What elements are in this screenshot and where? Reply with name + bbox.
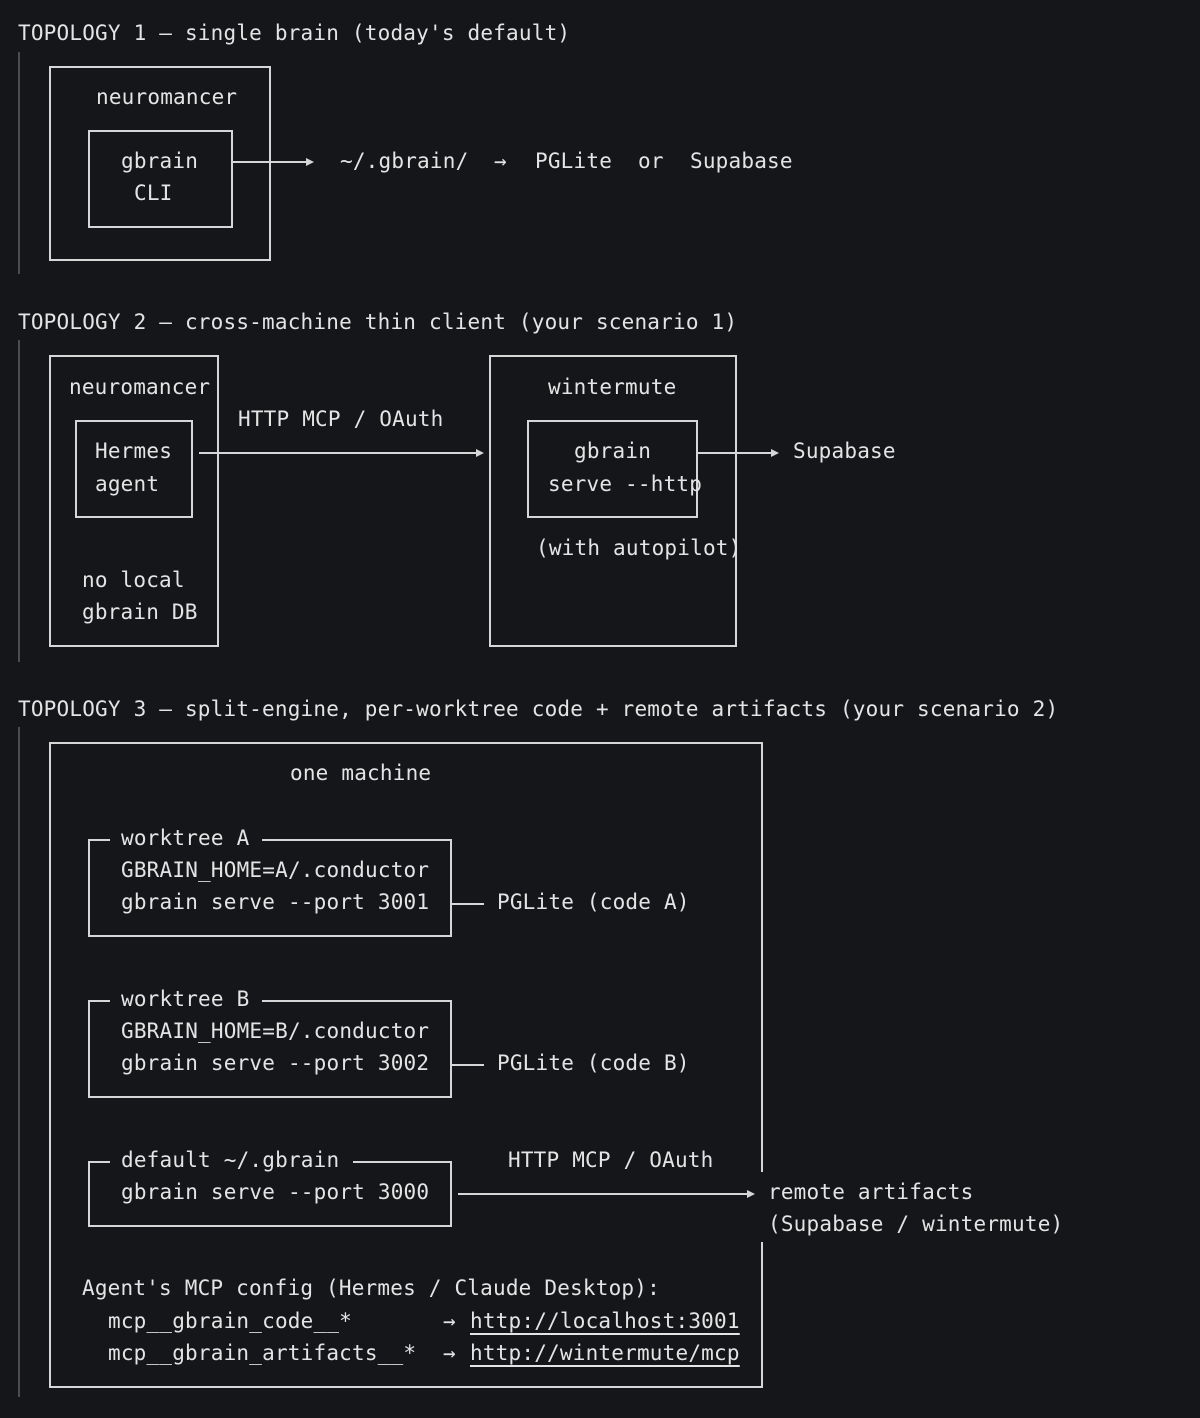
localhost-3001-link[interactable]: http://localhost:3001 [470,1309,740,1333]
worktree-a-cmd: gbrain serve --port 3001 [121,890,430,914]
mcp-artifacts-arrow: → [443,1341,456,1365]
one-machine-box [49,742,763,1388]
mcp-artifacts-name: mcp__gbrain_artifacts__* [108,1341,417,1365]
gbrain-serve-line2: serve --http [548,472,703,496]
hermes-agent-line2: agent [95,472,160,496]
http-mcp-oauth-label: HTTP MCP / OAuth [238,407,444,431]
remote-link-label: HTTP MCP / OAuth [508,1148,714,1172]
no-local-db-line2: gbrain DB [82,600,198,624]
worktree-a-box [88,839,452,937]
outer-border-gap [758,1172,766,1242]
remote-artifacts-line2: (Supabase / wintermute) [768,1212,1064,1236]
no-local-db-line1: no local [82,568,185,592]
gbrain-serve-http-box [527,420,698,518]
topology2-link-arrow-head [476,449,484,457]
topology2-gutter [18,340,20,662]
remote-link-line [458,1193,748,1195]
default-gbrain-title: default ~/.gbrain [121,1148,340,1172]
topology1-mid-arrow: → [494,149,507,173]
worktree-a-title: worktree A [121,826,250,850]
mcp-code-name: mcp__gbrain_code__* [108,1309,353,1333]
default-top-right [353,1161,452,1163]
topology3-gutter [18,727,20,1397]
gbrain-cli-box [88,130,233,228]
mcp-config-heading: Agent's MCP config (Hermes / Claude Desk… [82,1276,660,1300]
supabase-arrow-head [771,449,779,457]
neuromancer-client-box [49,355,219,647]
pglite-code-b: PGLite (code B) [497,1051,690,1075]
worktree-a-top-right [262,839,452,841]
topology1-arrow-tick [269,152,271,172]
mcp-code-arrow: → [443,1309,456,1333]
or-label: or [638,149,664,173]
topology1-arrow-head [306,158,314,166]
gbrain-serve-line1: gbrain [574,439,652,463]
supabase-arrow-line [698,452,772,454]
worktree-b-title: worktree B [121,987,250,1011]
topology3-heading: TOPOLOGY 3 — split-engine, per-worktree … [18,697,1059,721]
hermes-agent-box [75,420,193,518]
neuromancer-label: neuromancer [96,85,238,109]
topology2-link-line [199,452,477,454]
supabase-label: Supabase [690,149,793,173]
worktree-b-env: GBRAIN_HOME=B/.conductor [121,1019,430,1043]
worktree-a-env: GBRAIN_HOME=A/.conductor [121,858,430,882]
default-top-left [88,1161,110,1163]
hermes-agent-line1: Hermes [95,439,173,463]
topology2-supabase-label: Supabase [793,439,896,463]
remote-artifacts-line1: remote artifacts [768,1180,974,1204]
topology1-heading: TOPOLOGY 1 — single brain (today's defau… [18,21,571,45]
pglite-code-a: PGLite (code A) [497,890,690,914]
worktree-a-top-left [88,839,110,841]
wintermute-box [489,355,737,647]
worktree-a-connector [452,903,484,905]
worktree-b-top-left [88,1000,110,1002]
topology2-heading: TOPOLOGY 2 — cross-machine thin client (… [18,310,738,334]
default-gbrain-box [88,1161,452,1227]
worktree-b-connector [452,1064,484,1066]
remote-link-arrow-head [747,1190,755,1198]
gbrain-home-path: ~/.gbrain/ [340,149,469,173]
worktree-b-cmd: gbrain serve --port 3002 [121,1051,430,1075]
gbrain-cli-line2: CLI [134,181,173,205]
neuromancer-client-label: neuromancer [69,375,211,399]
topology1-gutter [18,52,20,274]
wintermute-mcp-link[interactable]: http://wintermute/mcp [470,1341,740,1365]
pglite-label: PGLite [535,149,613,173]
default-gbrain-cmd: gbrain serve --port 3000 [121,1180,430,1204]
worktree-b-box [88,1000,452,1098]
one-machine-label: one machine [290,761,432,785]
autopilot-note: (with autopilot) [536,536,742,560]
worktree-b-top-right [262,1000,452,1002]
wintermute-label: wintermute [548,375,677,399]
gbrain-cli-line1: gbrain [121,149,199,173]
